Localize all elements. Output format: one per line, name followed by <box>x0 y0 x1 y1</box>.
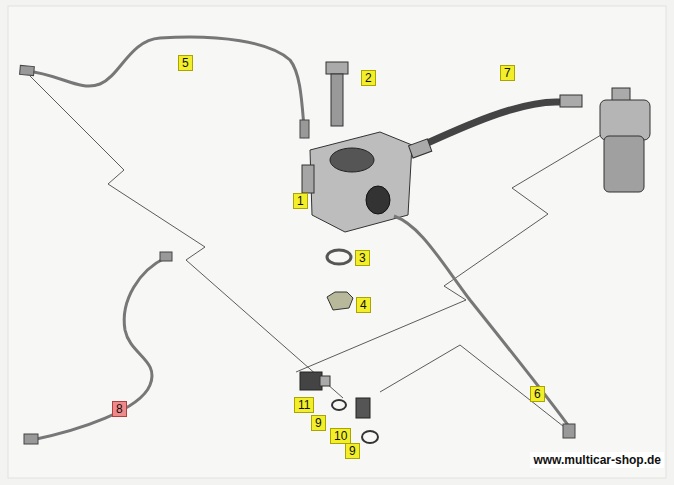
callout-number: 11 <box>294 397 314 413</box>
callout-number: 3 <box>355 250 370 266</box>
callout-number: 7 <box>500 65 515 81</box>
callout-number: 9 <box>345 443 360 459</box>
callout-number: 5 <box>178 55 193 71</box>
callout-number: 4 <box>356 297 371 313</box>
callout-number: 1 <box>293 193 308 209</box>
callout-number: 8 <box>112 401 127 417</box>
watermark: www.multicar-shop.de <box>530 452 664 468</box>
callout-number: 9 <box>311 415 326 431</box>
callout-number: 6 <box>530 386 545 402</box>
callout-number: 2 <box>361 70 376 86</box>
callout-number: 10 <box>330 428 351 444</box>
